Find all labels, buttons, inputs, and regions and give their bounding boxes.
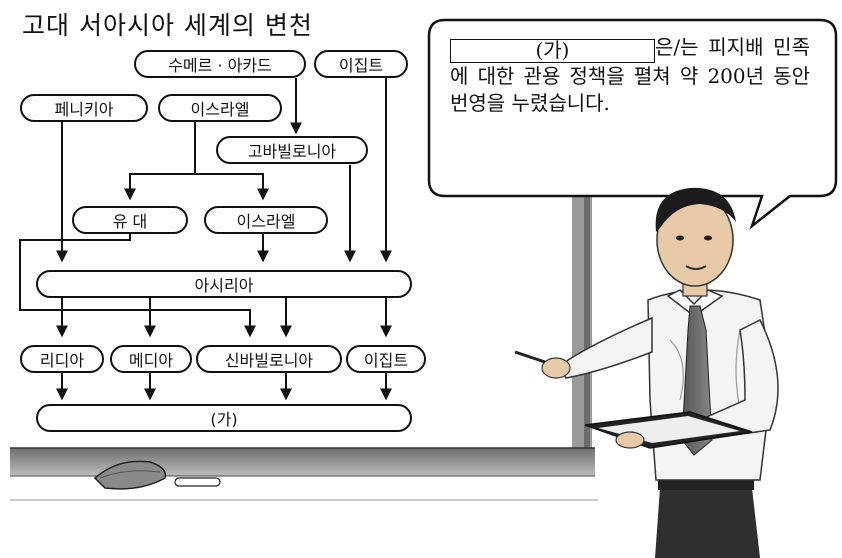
diagram-title: 고대 서아시아 세계의 변천: [22, 11, 313, 40]
node-ga: (가): [36, 404, 412, 432]
speech-body: 은/는 피지배 민족에 대한 관용 정책을 펼쳐 약 200년 동안 번영을 누…: [450, 35, 810, 115]
chalk-tray: [10, 447, 598, 501]
speech-blank-box: (가): [450, 39, 655, 63]
chalk-icon: [174, 477, 221, 487]
eraser-icon: [93, 460, 167, 490]
board-frame: [572, 160, 592, 460]
node-egypt-top: 이집트: [314, 50, 408, 78]
node-judah: 유 대: [72, 206, 188, 234]
teacher-illustration: [514, 187, 779, 558]
node-assyria: 아시리아: [36, 270, 412, 298]
node-old-babylonia: 고바빌로니아: [216, 136, 368, 164]
diagram-arrows: [19, 78, 392, 401]
node-israel-mid: 이스라엘: [204, 206, 328, 234]
arrow-judah-to-neobabylonia: [19, 233, 256, 338]
node-egypt-bottom: 이집트: [346, 345, 426, 373]
node-lydia: 리디아: [20, 345, 104, 373]
node-phoenicia: 페니키아: [20, 94, 148, 122]
speech-bubble: [427, 18, 838, 230]
speech-text: (가)은/는 피지배 민족에 대한 관용 정책을 펼쳐 약 200년 동안 번영…: [450, 34, 810, 117]
node-media: 메디아: [110, 345, 192, 373]
node-neo-babylonia: 신바빌로니아: [196, 345, 342, 373]
node-israel-top: 이스라엘: [158, 94, 282, 122]
node-sumer-akkad: 수메르 · 아카드: [134, 50, 306, 78]
